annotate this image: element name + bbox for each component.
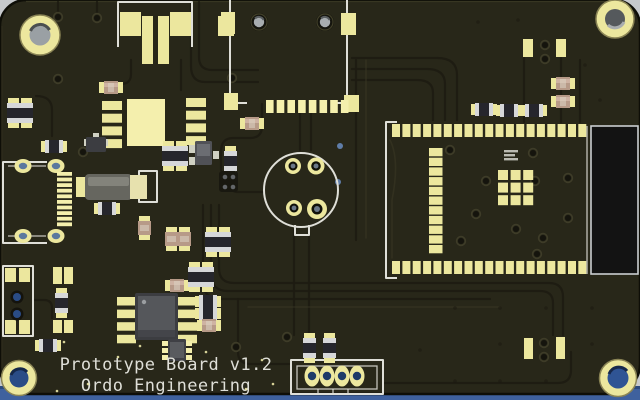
center-passives	[162, 117, 264, 257]
sot23-transistor	[189, 141, 219, 165]
bottom-right-pads	[524, 337, 565, 359]
sot23-6-ic	[162, 339, 192, 361]
usb-pad-row	[266, 100, 349, 113]
solder-specks	[55, 340, 275, 393]
module-pad-row-bottom	[392, 261, 587, 274]
antenna-block	[586, 125, 639, 275]
inductor	[76, 170, 158, 240]
sot23-transistor	[84, 133, 108, 152]
mounting-hole-top-right	[595, 0, 635, 39]
mounting-hole-bottom-left	[0, 359, 38, 397]
single-pad	[218, 16, 234, 36]
module-silkscreen-marking	[504, 150, 518, 161]
board-title-line2: Ordo Engineering	[81, 376, 251, 396]
top-right-passives	[471, 39, 575, 117]
usb-shell-hole	[250, 13, 268, 31]
left-passives	[7, 98, 108, 153]
silkscreen-title: Prototype Board v1.2 Ordo Engineering	[60, 355, 273, 396]
power-connector-footprint	[117, 1, 193, 64]
jst-pin-pad	[304, 365, 365, 387]
usb-shell-hole	[316, 13, 334, 31]
module-pad-column	[429, 148, 443, 254]
soic8-ic	[117, 262, 221, 361]
battery-holder-outline	[263, 152, 339, 236]
slide-switch-footprint	[2, 265, 73, 352]
soic8-footprint-unpopulated	[99, 81, 206, 149]
board-title-line1: Prototype Board v1.2	[60, 355, 273, 375]
mounting-hole-bottom-right	[598, 358, 638, 398]
oval-pad	[14, 159, 65, 243]
module-pad-row-top	[392, 124, 587, 137]
wireless-module-footprint	[385, 121, 639, 279]
usb-c-connector-footprint	[2, 159, 72, 244]
via-block-2x2	[219, 171, 238, 192]
jst-connector-4pin	[290, 333, 384, 395]
module-thermal-grid	[498, 170, 534, 206]
mounting-hole-top-left	[19, 14, 61, 56]
usb-c-pad-column	[57, 172, 72, 227]
plated-hole	[285, 157, 327, 219]
